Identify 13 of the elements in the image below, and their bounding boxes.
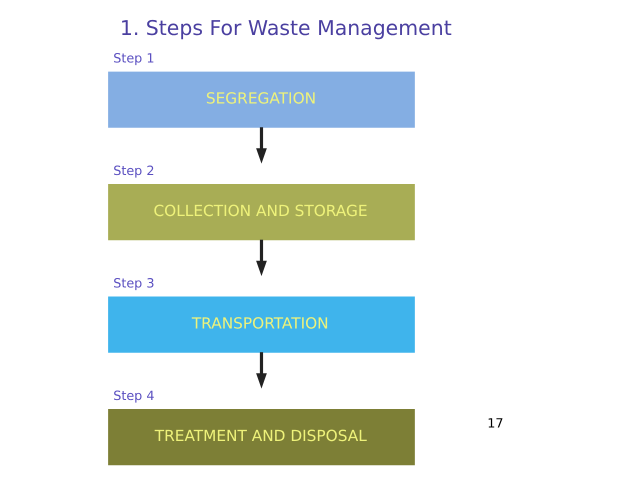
node-label: Step 2 xyxy=(113,164,154,180)
arrow xyxy=(256,127,267,164)
node-label: Step 4 xyxy=(113,389,154,404)
diagram-title: 1. Steps For Waste Management xyxy=(120,16,452,40)
node-label: Step 3 xyxy=(113,276,154,292)
label: 17 xyxy=(487,416,504,432)
node-box: SEGREGATION xyxy=(108,72,415,128)
node-box: COLLECTION AND STORAGE xyxy=(108,184,415,240)
arrow xyxy=(256,240,267,276)
node-box: TRANSPORTATION xyxy=(108,296,415,353)
arrow xyxy=(256,352,267,389)
node-label: Step 1 xyxy=(113,52,154,67)
node-box: TREATMENT AND DISPOSAL xyxy=(108,409,415,466)
